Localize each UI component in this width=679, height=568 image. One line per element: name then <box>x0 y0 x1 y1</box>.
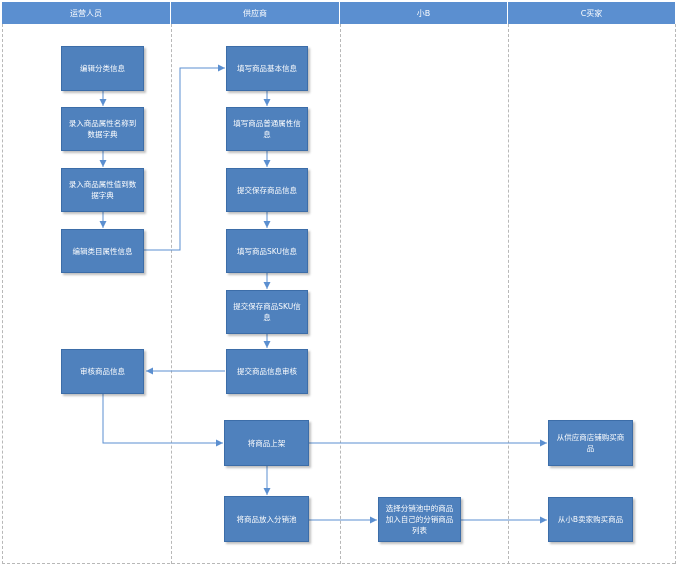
node-submit-sku[interactable]: 提交保存商品SKU信息 <box>226 290 308 334</box>
node-fill-basic[interactable]: 填写商品基本信息 <box>226 46 308 91</box>
node-submit-review[interactable]: 提交商品信息审核 <box>226 349 308 394</box>
lane-divider <box>2 24 3 564</box>
node-fill-sku[interactable]: 填写商品SKU信息 <box>226 229 308 273</box>
lane-header-c-buyer: C买家 <box>508 2 675 24</box>
node-into-pool[interactable]: 将商品放入分销池 <box>224 496 309 542</box>
lane-divider <box>171 24 172 564</box>
node-buy-from-supplier[interactable]: 从供应商店铺购买商品 <box>548 420 633 466</box>
lane-header-small-b: 小B <box>340 2 508 24</box>
lane-divider <box>675 24 676 564</box>
node-review-goods[interactable]: 审核商品信息 <box>61 349 144 394</box>
lane-divider <box>340 24 341 564</box>
node-fill-common-attr[interactable]: 填写商品普通属性信息 <box>226 107 308 151</box>
node-edit-category[interactable]: 编辑分类信息 <box>61 46 144 91</box>
lane-header-operator: 运营人员 <box>2 2 171 24</box>
node-edit-category-attr[interactable]: 编辑类目属性信息 <box>61 229 144 273</box>
edge-category-attr-to-fill-basic <box>144 64 225 251</box>
node-buy-from-small-b[interactable]: 从小B卖家购买商品 <box>548 497 633 542</box>
node-select-pool[interactable]: 选择分销池中的商品加入自己的分销商品列表 <box>378 497 461 542</box>
edge-review-to-shelve <box>102 394 223 447</box>
node-attr-name[interactable]: 录入商品属性名称到数据字典 <box>61 107 144 151</box>
lane-divider <box>508 24 509 564</box>
lane-bottom-border <box>2 563 675 564</box>
node-submit-goods[interactable]: 提交保存商品信息 <box>226 168 308 212</box>
lane-header-supplier: 供应商 <box>171 2 340 24</box>
node-shelve[interactable]: 将商品上架 <box>224 420 309 466</box>
node-attr-value[interactable]: 录入商品属性值到数据字典 <box>61 168 144 212</box>
